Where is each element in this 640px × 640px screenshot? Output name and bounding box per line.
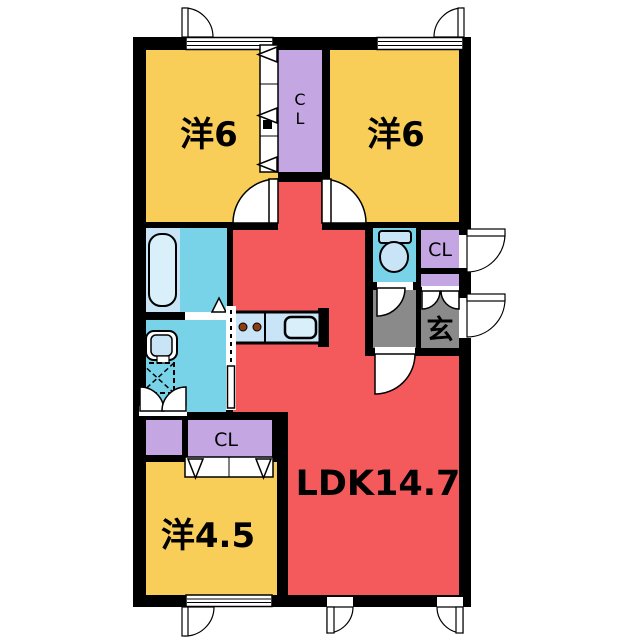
closet-bottom — [188, 420, 272, 457]
door-bedroom-top-right — [321, 178, 367, 224]
window-top-left — [181, 7, 274, 51]
folding-door-icon — [255, 45, 278, 64]
label-ldk: LDK14.7 — [296, 464, 461, 504]
entrance-closet-opening — [422, 286, 459, 293]
label-bedroom-top-left: 洋6 — [180, 115, 238, 155]
ldk-bottom-opening-1 — [327, 597, 353, 607]
entrance-closet-doors — [421, 290, 460, 310]
door-swing-icon — [232, 178, 278, 224]
window-bottom-left — [181, 594, 273, 637]
room-bedroom-bottom-left — [146, 462, 277, 595]
stove-burner-icon — [252, 322, 262, 332]
window-top-right — [376, 7, 465, 51]
bathtub — [146, 228, 180, 312]
toilet-door-opening — [377, 282, 413, 290]
door-ldk-bottom-2 — [436, 606, 464, 634]
ldk-corridor — [278, 182, 322, 234]
door-swing-icon — [466, 233, 506, 273]
door-ldk-bottom-1 — [326, 606, 354, 634]
washing-machine-space — [140, 362, 175, 394]
toilet — [378, 230, 412, 273]
bathtub-icon — [148, 233, 177, 307]
toilet-bowl-icon — [379, 241, 409, 273]
folding-door-icon — [254, 458, 273, 481]
closet-right — [421, 230, 459, 268]
label-closet-top-c: C — [294, 90, 305, 109]
door-swing-icon — [466, 298, 506, 338]
front-entrance-door — [466, 293, 506, 338]
folding-door-icon — [255, 106, 278, 125]
ldk-bottom-opening-2 — [437, 597, 463, 607]
casement-arc-icon — [433, 7, 464, 38]
kitchen-sink-icon — [283, 315, 318, 340]
kitchen-counter — [231, 308, 329, 347]
door-bedroom-top-left — [232, 178, 279, 224]
label-closet-right: CL — [428, 239, 452, 261]
label-entrance: 玄 — [427, 314, 454, 346]
bath-folding-door-icon — [210, 296, 228, 313]
washroom-double-doors — [139, 386, 187, 412]
ldk-door-swing-icon — [374, 353, 416, 395]
ldk-area-main — [288, 412, 459, 595]
casement-arc-icon — [183, 7, 214, 38]
folding-door-icon — [186, 458, 205, 481]
washbasin — [145, 330, 178, 364]
bath-door-opening — [185, 312, 227, 320]
door-swing-icon — [440, 290, 460, 310]
label-bedroom-top-right: 洋6 — [367, 115, 425, 155]
door-swing-icon — [421, 290, 441, 310]
washing-machine-icon — [140, 362, 175, 394]
washroom-sliding-door — [226, 306, 236, 410]
exterior-storage-door — [466, 228, 506, 273]
folding-door-icon — [255, 155, 278, 174]
stove-burner-icon — [238, 322, 248, 332]
closet-top-folding-doors — [255, 44, 279, 174]
toilet-door-swing-icon — [376, 287, 406, 317]
entrance-ldk-opening — [375, 347, 415, 356]
closet-top — [278, 50, 322, 172]
storage-left — [146, 420, 182, 455]
label-closet-bottom: CL — [214, 429, 238, 451]
label-closet-top-l: L — [296, 109, 305, 128]
door-swing-icon — [161, 386, 187, 412]
label-bedroom-bottom-left: 洋4.5 — [161, 516, 255, 556]
closet-right-lower-strip — [421, 274, 459, 287]
closet-bottom-folding-doors — [184, 456, 274, 481]
